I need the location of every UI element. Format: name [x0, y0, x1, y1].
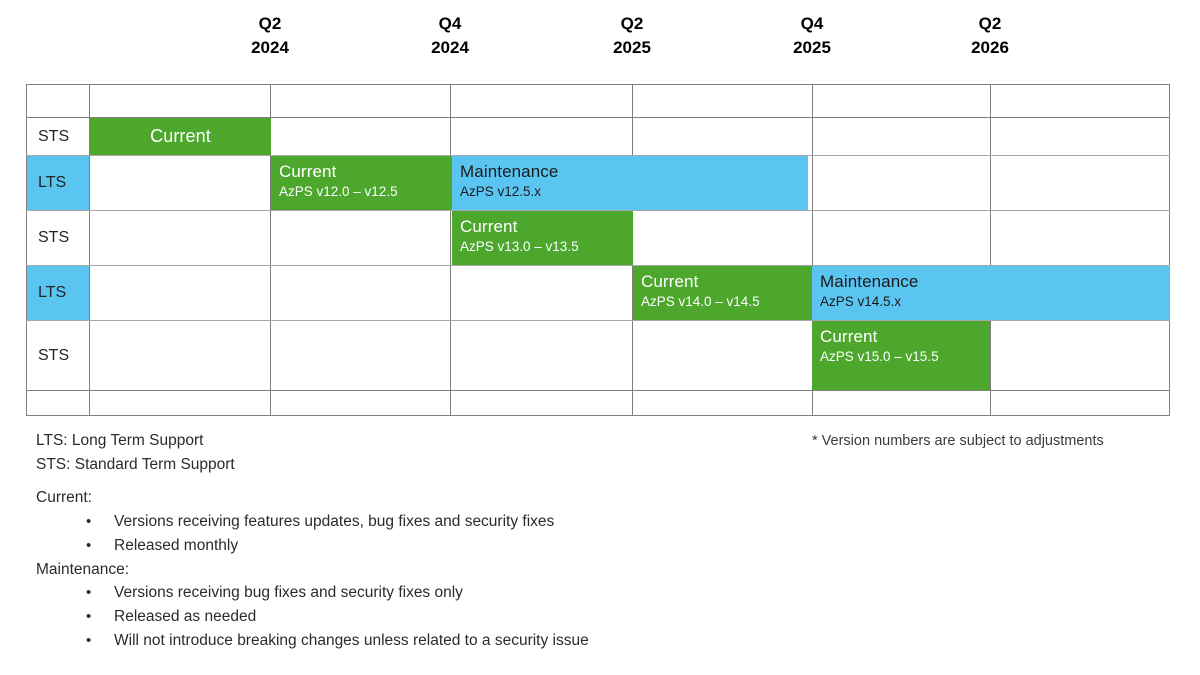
quarter-label-4: Q2 2026 [930, 12, 1050, 60]
grid-row-line-6 [26, 390, 1170, 391]
bar-version-label: AzPS v15.0 – v15.5 [820, 349, 939, 364]
bar-phase-label: Current [820, 327, 878, 346]
bullet-icon: • [86, 584, 92, 601]
note-maintenance-item: • Will not introduce breaking changes unl… [86, 629, 589, 653]
note-maintenance-text: Versions receiving bug fixes and securit… [114, 584, 463, 601]
quarter-label-1: Q4 2024 [390, 12, 510, 60]
bar-version-label: AzPS v14.0 – v14.5 [641, 294, 760, 309]
grid-row-line-3 [26, 210, 1170, 211]
row-label-sts-1: STS [27, 118, 89, 155]
row-label-text: STS [38, 346, 70, 364]
row-label-sts-3: STS [27, 211, 89, 265]
quarter-header-row: Q2 2024 Q4 2024 Q2 2025 Q4 2025 Q2 2026 [0, 12, 1200, 74]
quarter-label-3: Q4 2025 [752, 12, 872, 60]
row-label-lts-2: LTS [27, 156, 89, 210]
quarter-year: 2024 [251, 38, 289, 57]
grid-column-line-5 [812, 84, 813, 416]
bullet-icon: • [86, 536, 92, 554]
legend-lts: LTS: Long Term Support [36, 432, 204, 449]
row-label-lts-4: LTS [27, 266, 89, 320]
footnote: * Version numbers are subject to adjustm… [812, 433, 1104, 449]
quarter-name: Q2 [978, 14, 1002, 33]
grid-row-line-1 [26, 117, 1170, 118]
notes-current-list: • Versions receiving features updates, bu… [36, 510, 589, 558]
row-label-text: LTS [38, 174, 67, 191]
quarter-label-0: Q2 2024 [210, 12, 330, 60]
quarter-year: 2025 [613, 38, 651, 57]
grid-column-line-3 [450, 84, 451, 416]
quarter-year: 2025 [793, 38, 831, 57]
bar-phase-label: Maintenance [820, 272, 919, 291]
grid-row-line-5 [26, 320, 1170, 321]
quarter-name: Q4 [800, 14, 824, 33]
notes-maintenance-heading: Maintenance: [36, 560, 130, 578]
bullet-icon: • [86, 512, 92, 530]
quarter-year: 2024 [431, 38, 469, 57]
grid-column-line-2 [270, 84, 271, 416]
bar-version-label: AzPS v12.0 – v12.5 [279, 184, 398, 199]
grid-column-line-1 [89, 84, 90, 416]
quarter-name: Q2 [620, 14, 644, 33]
note-current-item: • Versions receiving features updates, bu… [86, 510, 589, 534]
grid-column-line-6 [990, 84, 991, 416]
quarter-name: Q2 [258, 14, 282, 33]
notes-maintenance-list: • Versions receiving bug fixes and securi… [36, 581, 589, 653]
notes-block: Current: • Versions receiving features up… [36, 486, 589, 653]
row-label-text: STS [38, 127, 70, 145]
legend-sts: STS: Standard Term Support [36, 455, 235, 473]
bar-version-label: AzPS v14.5.x [820, 294, 902, 309]
row-label-text: STS [38, 229, 70, 246]
bar-phase-label: Current [279, 162, 337, 181]
grid-row-line-4 [26, 265, 1170, 266]
note-maintenance-item: • Released as needed [86, 605, 589, 629]
bar-phase-label: Maintenance [460, 162, 559, 181]
bar-phase-label: Current [641, 272, 699, 291]
timeline-bar-current-0[interactable]: Current [90, 118, 271, 155]
note-maintenance-text: Released as needed [114, 608, 257, 625]
note-maintenance-item: • Versions receiving bug fixes and securi… [86, 581, 589, 605]
bullet-icon: • [86, 632, 92, 649]
quarter-name: Q4 [438, 14, 462, 33]
note-current-item: • Released monthly [86, 534, 589, 558]
notes-current-heading: Current: [36, 489, 92, 506]
note-current-text: Released monthly [114, 536, 239, 554]
bar-phase-label: Current [460, 217, 518, 236]
row-label-sts-5: STS [27, 321, 89, 390]
note-current-text: Versions receiving features updates, bug… [114, 512, 555, 530]
legend: LTS: Long Term Support STS: Standard Ter… [36, 429, 235, 476]
row-label-text: LTS [38, 284, 67, 301]
bar-version-label: AzPS v12.5.x [460, 184, 542, 199]
quarter-year: 2026 [971, 38, 1009, 57]
bar-version-label: AzPS v13.0 – v13.5 [460, 239, 579, 254]
quarter-label-2: Q2 2025 [572, 12, 692, 60]
bar-phase-label: Current [150, 126, 211, 146]
bullet-icon: • [86, 608, 92, 625]
grid-row-line-2 [26, 155, 1170, 156]
note-maintenance-text: Will not introduce breaking changes unle… [114, 632, 589, 649]
